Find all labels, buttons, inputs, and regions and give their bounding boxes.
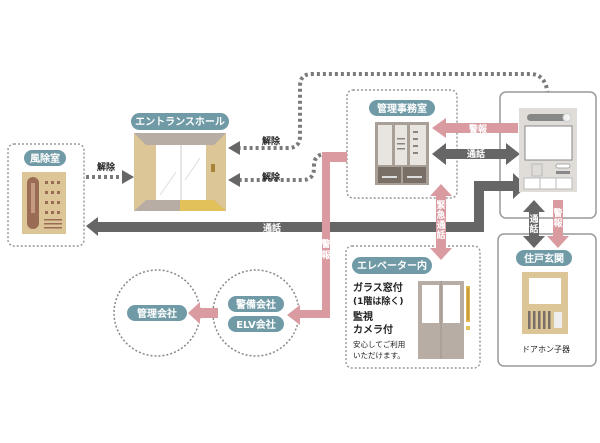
elevator-feature-camera-1: 監視 [353, 310, 373, 323]
elevator-note-1: 安心してご利用 [353, 339, 405, 349]
security-company-label: 警備会社 [235, 298, 276, 311]
call-main-arrow [86, 173, 527, 236]
windbreak-pill [24, 150, 66, 166]
alarm-security-label-1: 警 [321, 238, 330, 250]
entrance-door-icon [134, 133, 226, 211]
entrance-intercom-panel-icon [22, 172, 66, 234]
management-office-box [346, 89, 458, 199]
call-door-label-1: 通 [529, 213, 538, 225]
elevator-feature-camera-2: カメラ付 [353, 323, 393, 336]
unlock-entrance-label-1: 解除 [262, 135, 281, 147]
alarm-office-arrow [432, 118, 518, 138]
windbreak-room-label: 風除室 [30, 152, 60, 165]
elevator-door-icon [418, 281, 470, 359]
unlock-entrance-label-2: 解除 [262, 171, 281, 183]
management-office-pill [369, 100, 435, 116]
unlock-arrow-head-windbreak [122, 170, 134, 184]
alarm-office-label: 警報 [469, 123, 488, 135]
management-office-label: 管理事務室 [377, 102, 427, 115]
residence-entrance-pill [516, 250, 572, 266]
emergency-call-label-2: 急 [436, 209, 445, 221]
emergency-call-arrow [430, 184, 452, 260]
elevator-label: エレベーター内 [357, 259, 427, 272]
call-door-arrow [523, 200, 545, 248]
elevator-feature-glass-window-note: (1階は除く) [353, 295, 404, 307]
emergency-call-label-1: 緊 [436, 200, 445, 211]
unlock-arrow-head-top [228, 141, 240, 155]
elevator-box [345, 245, 481, 369]
entrance-hall-label: エントランスホール [135, 116, 225, 128]
elv-company-label: ELV会社 [236, 318, 276, 331]
unlock-arrow-head-office [228, 173, 240, 187]
management-company-pill [127, 305, 187, 321]
management-company-label: 管理会社 [137, 307, 177, 320]
alarm-door-arrow [547, 200, 569, 248]
alarm-security-line [287, 152, 347, 325]
control-panel-icon [375, 122, 429, 185]
call-main-label: 通話 [263, 222, 281, 234]
unlock-line-top [240, 72, 550, 150]
elevator-note-2: いただけます。 [353, 351, 405, 360]
unlock-line-office [240, 152, 345, 182]
entrance-hall-pill [131, 113, 229, 130]
alarm-security-label-2: 報 [321, 249, 331, 261]
alarm-door-label-2: 報 [553, 217, 563, 229]
room-monitor-icon [519, 108, 577, 192]
residence-entrance-label: 住戸玄関 [524, 252, 564, 265]
emergency-call-label-4: 話 [436, 229, 445, 241]
doorphone-caption: ドアホン子器 [522, 345, 570, 354]
windbreak-room-box [7, 143, 85, 247]
elevator-pill [352, 257, 432, 274]
emergency-call-label-3: 通 [436, 219, 445, 231]
alarm-door-label-1: 警 [553, 207, 562, 219]
elv-company-pill [228, 316, 284, 332]
unlock-windbreak-label: 解除 [97, 161, 116, 173]
call-office-label: 通話 [467, 148, 485, 160]
call-office-arrow [432, 143, 520, 165]
security-elv-circle [212, 269, 300, 357]
call-door-label-2: 話 [529, 223, 538, 235]
security-company-pill [228, 296, 284, 312]
elevator-feature-glass-window: ガラス窓付 [353, 281, 403, 294]
doorphone-icon [522, 272, 568, 334]
alarm-management-company-arrow [188, 302, 218, 324]
